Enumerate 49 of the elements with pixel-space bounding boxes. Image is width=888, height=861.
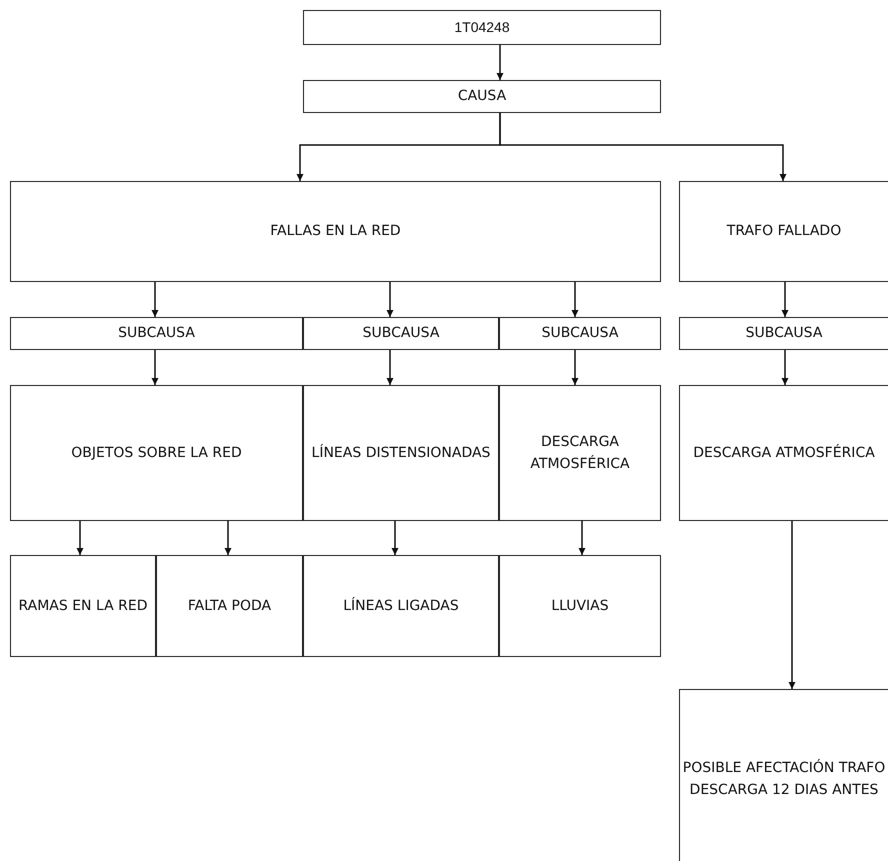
box-label: LÍNEAS LIGADAS xyxy=(343,596,459,616)
box-label: POSIBLE AFECTACIÓN TRAFO DESCARGA 12 DIAS ANTES xyxy=(682,758,886,800)
arrow xyxy=(392,521,398,555)
box-label: DESCARGA ATMOSFÉRICA xyxy=(693,443,875,463)
box-label: SUBCAUSA xyxy=(542,324,618,344)
process-box xyxy=(303,385,499,521)
arrow xyxy=(782,350,788,385)
process-box xyxy=(679,317,888,350)
process-box xyxy=(303,10,661,45)
arrow xyxy=(386,350,394,385)
process-box xyxy=(303,80,661,113)
process-box xyxy=(679,181,888,282)
arrow xyxy=(76,521,84,555)
arrow xyxy=(152,350,158,385)
box-label: FALLAS EN LA RED xyxy=(270,222,401,242)
process-box xyxy=(10,385,303,521)
process-box xyxy=(679,385,888,521)
process-box xyxy=(499,317,661,350)
arrow xyxy=(782,282,788,317)
process-box xyxy=(303,317,499,350)
box-label: SUBCAUSA xyxy=(362,324,440,344)
process-box xyxy=(679,689,888,861)
arrow xyxy=(572,282,578,317)
process-box xyxy=(10,555,156,657)
box-label: LÍNEAS DISTENSIONADAS xyxy=(312,443,490,463)
arrow xyxy=(572,350,578,385)
arrow xyxy=(578,521,586,555)
box-label: DESCARGA ATMOSFÉRICA xyxy=(529,432,631,474)
arrow xyxy=(788,521,796,689)
box-label: OBJETOS SOBRE LA RED xyxy=(71,444,242,463)
box-label: 1T04248 xyxy=(454,18,510,38)
box-label: CAUSA xyxy=(458,87,506,106)
box-label: RAMAS EN LA RED xyxy=(18,596,148,616)
box-label: SUBCAUSA xyxy=(746,324,822,344)
process-box xyxy=(156,555,303,657)
arrow xyxy=(499,113,786,181)
process-box xyxy=(303,555,499,657)
box-label: FALTA PODA xyxy=(188,596,272,616)
box-label: SUBCAUSA xyxy=(118,324,195,344)
arrow xyxy=(496,45,504,80)
process-box xyxy=(10,181,661,282)
process-box xyxy=(499,555,661,657)
box-label: TRAFO FALLADO xyxy=(726,222,842,242)
arrow xyxy=(386,282,394,317)
arrow xyxy=(224,521,232,555)
arrow xyxy=(152,282,158,317)
process-box xyxy=(499,385,661,521)
box-label: LLUVIAS xyxy=(551,596,609,616)
process-box xyxy=(10,317,303,350)
